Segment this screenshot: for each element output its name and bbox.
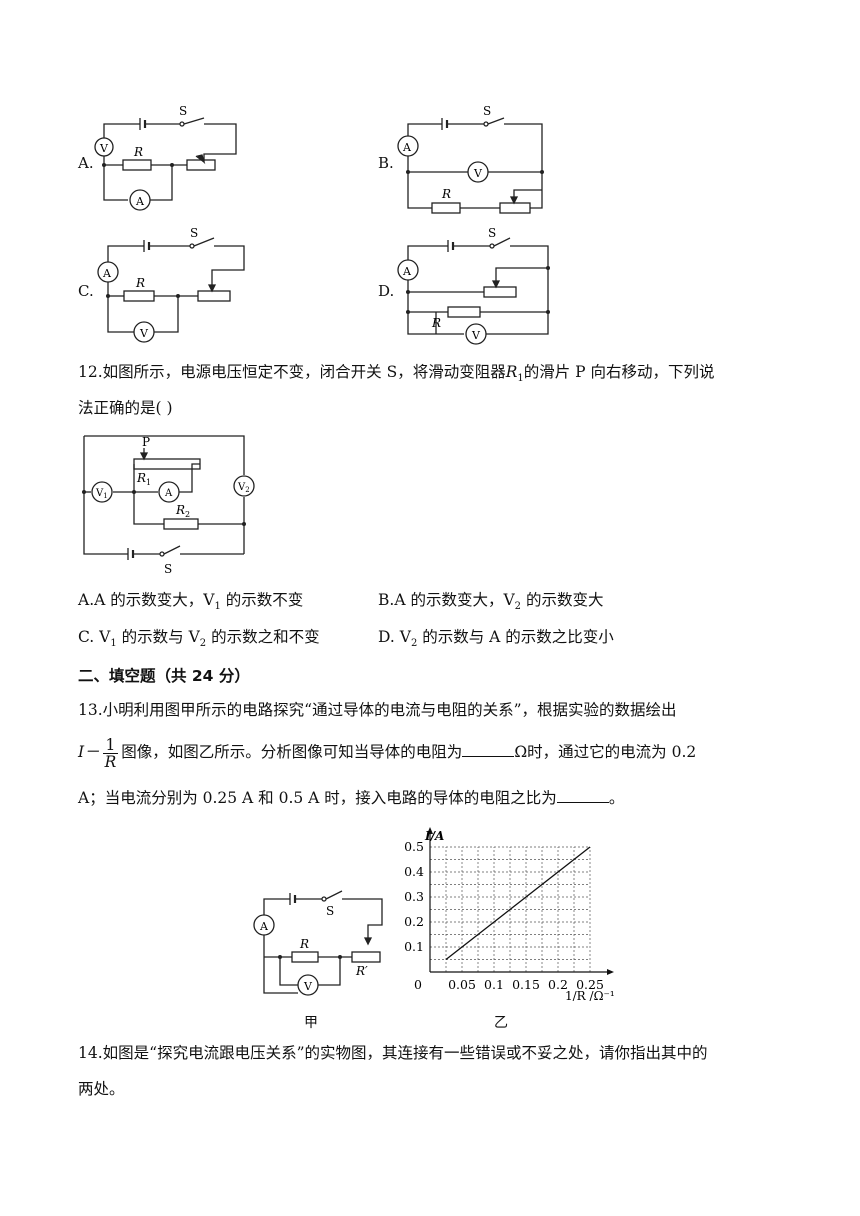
q12-option-c: C. V1 的示数与 V2 的示数之和不变 <box>78 628 320 650</box>
x-tick-label: 0 <box>414 977 422 992</box>
option-d-label: D. <box>378 282 395 300</box>
q13-line3: A；当电流分别为 0.25 A 和 0.5 A 时，接入电路的导体的电阻之比为。 <box>78 788 625 807</box>
switch-label: S <box>164 562 172 576</box>
resistor-label: R <box>431 316 441 330</box>
option-a-label: A. <box>78 154 94 172</box>
y-tick-label: 0.1 <box>404 939 424 954</box>
q12-line1: 12.如图所示，电源电压恒定不变，闭合开关 S，将滑动变阻器R1的滑片 P 向右… <box>78 363 715 385</box>
caption-yi: 乙 <box>494 1015 508 1031</box>
voltmeter-symbol: V <box>471 329 481 342</box>
voltmeter-symbol: V <box>99 142 109 155</box>
q14-line1: 14.如图是“探究电流跟电压关系”的实物图，其连接有一些错误或不妥之处，请你指出… <box>78 1044 708 1062</box>
resistor-label: R <box>133 145 143 159</box>
section-heading: 二、填空题（共 24 分） <box>78 667 250 685</box>
rprime-label: R′ <box>355 964 368 978</box>
switch-label: S <box>179 104 187 118</box>
y-axis-arrow <box>427 827 433 834</box>
y-tick-label: 0.4 <box>404 864 424 879</box>
q13-line1: 13.小明利用图甲所示的电路探究“通过导体的电流与电阻的关系”，根据实验的数据绘… <box>78 701 677 719</box>
voltmeter-symbol: V <box>473 167 483 180</box>
x-tick-labels: 0 0.05 0.1 0.15 0.2 0.25 <box>414 977 604 992</box>
switch-label: S <box>326 904 334 918</box>
r2-label: R2 <box>175 503 190 519</box>
v2-symbol: V2 <box>237 482 250 494</box>
y-tick-label: 0.5 <box>404 839 424 854</box>
q12-option-b: B.A 的示数变大，V2 的示数变大 <box>378 591 604 613</box>
option-b-label: B. <box>378 154 394 172</box>
chart-grid <box>430 846 591 972</box>
circuit-q12-diagram: P R1 R2 V1 V2 A S <box>82 435 255 576</box>
x-tick-label: 0.25 <box>576 977 604 992</box>
y-tick-label: 0.3 <box>404 889 424 904</box>
x-tick-label: 0.2 <box>548 977 568 992</box>
caption-jia: 甲 <box>304 1015 318 1031</box>
r1-label: R1 <box>136 471 151 487</box>
switch-label: S <box>190 226 198 240</box>
answer-blank-2[interactable] <box>556 788 609 803</box>
q12-line2: 法正确的是( ) <box>78 399 173 417</box>
series-line <box>445 846 591 961</box>
resistor-label: R <box>441 187 451 201</box>
q14-line2: 两处。 <box>78 1080 125 1098</box>
resistor-label: R <box>135 276 145 290</box>
v1-symbol: V1 <box>95 488 108 500</box>
q12-option-a: A.A 的示数变大，V1 的示数不变 <box>78 591 304 613</box>
ammeter-symbol: A <box>135 195 145 208</box>
slider-p-label: P <box>142 435 150 449</box>
resistor-label: R <box>299 937 309 951</box>
y-axis-label: I/A <box>424 829 444 843</box>
ammeter-symbol: A <box>402 265 412 278</box>
chart-series <box>445 846 591 961</box>
circuit-d-diagram: A V S R <box>397 226 550 345</box>
voltmeter-symbol: V <box>303 980 313 993</box>
option-c-label: C. <box>78 282 94 300</box>
x-tick-label: 0.1 <box>484 977 504 992</box>
x-tick-label: 0.15 <box>512 977 540 992</box>
circuit-jia-diagram: A V S R R′ <box>253 890 383 996</box>
circuit-c-diagram: A V S R <box>97 226 245 343</box>
x-axis-label: 1/R /Ω⁻¹ <box>565 989 615 1003</box>
x-axis-arrow <box>607 969 614 975</box>
circuit-a-diagram: V A S R <box>94 104 237 211</box>
answer-blank-1[interactable] <box>462 742 515 757</box>
switch-label: S <box>488 226 496 240</box>
y-tick-label: 0.2 <box>404 914 424 929</box>
x-tick-label: 0.05 <box>448 977 476 992</box>
voltmeter-symbol: V <box>139 327 149 340</box>
ammeter-symbol: A <box>102 267 112 280</box>
q12-option-d: D. V2 的示数与 A 的示数之比变小 <box>378 628 614 650</box>
ammeter-symbol: A <box>164 488 173 499</box>
ammeter-symbol: A <box>259 920 269 933</box>
chart-axes <box>427 827 614 975</box>
ammeter-symbol: A <box>402 141 412 154</box>
y-tick-labels: 0.1 0.2 0.3 0.4 0.5 <box>404 839 424 954</box>
circuit-b-diagram: A V S R <box>397 104 544 214</box>
switch-label: S <box>483 104 491 118</box>
